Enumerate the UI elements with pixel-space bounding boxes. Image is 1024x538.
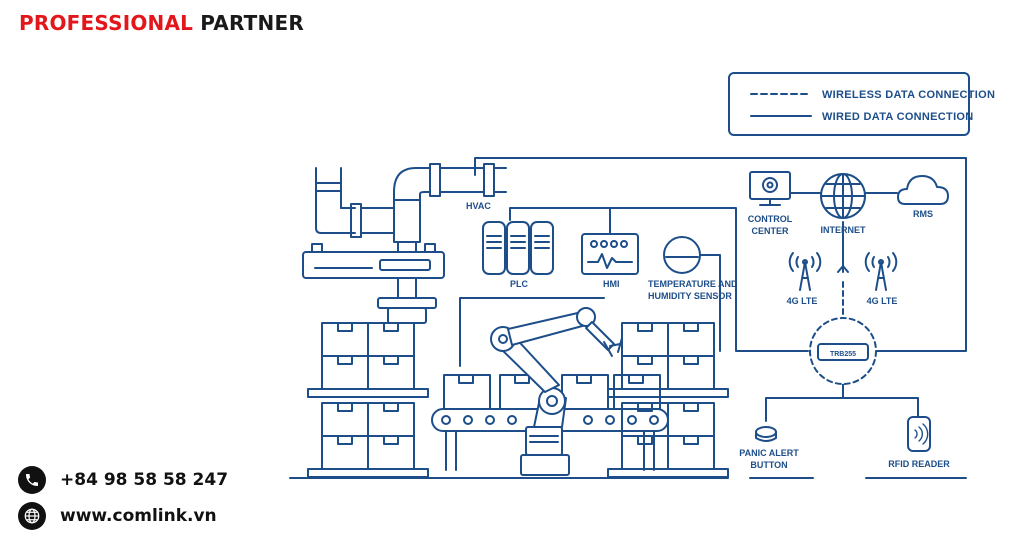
legend-box: [728, 72, 970, 136]
wired-connections: [459, 157, 967, 422]
rms-cloud: [897, 175, 949, 205]
control-label-line2: CENTER: [751, 226, 789, 236]
legend-wireless-label: WIRELESS DATA CONNECTION: [822, 89, 995, 101]
left-box-stacks: [307, 322, 429, 478]
lte-tower-right: [864, 252, 898, 291]
control-center-device: [749, 171, 791, 206]
website-url: www.comlink.vn: [60, 506, 217, 526]
lte-tower-left: [788, 252, 822, 291]
brand-title: PROFESSIONAL PARTNER: [19, 11, 304, 35]
panic-label-line2: BUTTON: [750, 460, 787, 470]
temp-label-line2: HUMIDITY SENSOR: [648, 291, 732, 301]
internet-globe: [820, 173, 866, 219]
lte-left-label: 4G LTE: [787, 296, 818, 306]
plc-label: PLC: [510, 279, 529, 289]
hvac-label: HVAC: [466, 201, 491, 211]
lte-right-label: 4G LTE: [867, 296, 898, 306]
internet-label: INTERNET: [821, 225, 867, 235]
right-box-stacks: [607, 322, 729, 478]
robot-arm: [490, 307, 623, 476]
rms-label: RMS: [913, 209, 933, 219]
phone-icon: [18, 466, 46, 494]
rfid-reader: [907, 416, 931, 452]
temperature-sensor: [663, 236, 701, 274]
control-label-line1: CONTROL: [748, 214, 793, 224]
hvac-unit: [302, 243, 445, 324]
hmi-label: HMI: [603, 279, 620, 289]
rfid-label: RFID READER: [888, 459, 950, 469]
panic-label-line1: PANIC ALERT: [739, 448, 799, 458]
plc-device: [482, 221, 554, 275]
contact-phone[interactable]: +84 98 58 58 247: [18, 466, 228, 494]
temp-label-line1: TEMPERATURE AND: [648, 279, 738, 289]
hmi-device: [581, 233, 639, 275]
legend: [728, 72, 970, 136]
trb255-router: [809, 317, 877, 385]
panic-alert-button: [755, 426, 777, 442]
phone-number: +84 98 58 58 247: [60, 470, 229, 490]
brand-rest: PARTNER: [200, 11, 304, 35]
brand-highlight: PROFESSIONAL: [19, 11, 194, 35]
contact-website[interactable]: www.comlink.vn: [18, 502, 217, 530]
globe-icon: [18, 502, 46, 530]
hvac-pipes: [315, 163, 507, 253]
legend-wired-label: WIRED DATA CONNECTION: [822, 111, 974, 123]
router-label: TRB255: [830, 351, 856, 358]
